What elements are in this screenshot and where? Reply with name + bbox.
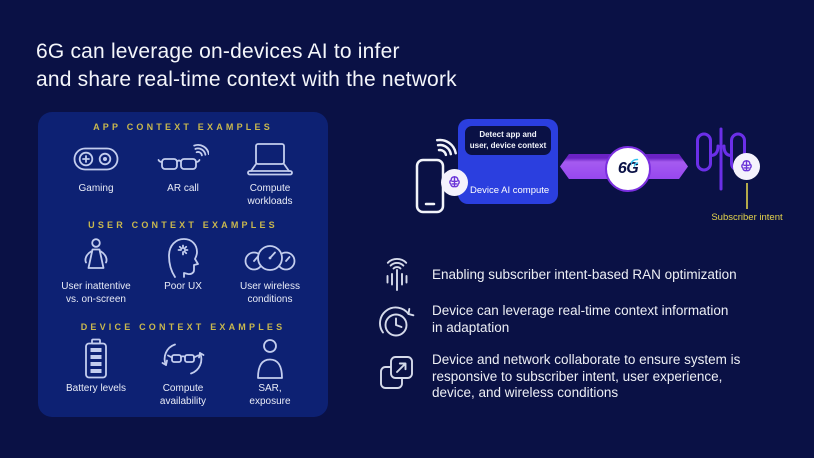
bullet-text: Enabling subscriber intent-based RAN opt… [432, 266, 737, 282]
ai-brain-badge-icon [441, 169, 468, 196]
wireless-gauges-icon [244, 236, 296, 278]
ai-brain-badge-icon [733, 153, 760, 180]
bullet-collaboration: Device and network collaborate to ensure… [378, 352, 804, 402]
context-item-compute-availability: Compute availability [141, 338, 225, 408]
context-item-ar-call: AR call [141, 138, 225, 208]
context-item-label: AR call [167, 183, 199, 194]
base-station-icon [696, 127, 746, 191]
ran-tower-icon [378, 257, 416, 293]
context-item-battery: Battery levels [54, 338, 138, 408]
icon-row: Gaming [38, 132, 328, 208]
bullet-realtime-context: Device can leverage real-time context in… [378, 303, 804, 343]
bullet-text: Device can leverage real-time context in… [432, 303, 729, 335]
slide-title: 6G can leverage on-devices AI to infer a… [36, 40, 457, 91]
context-item-sar-exposure: SAR, exposure [228, 338, 312, 408]
bullet-text: Device and network collaborate to ensure… [432, 352, 741, 400]
context-examples-card: APP CONTEXT EXAMPLES Gaming [38, 112, 328, 417]
context-item-label: SAR, exposure [249, 383, 291, 407]
context-item-label: User inattentive vs. on-screen [61, 281, 131, 305]
context-item-compute-workloads: Compute workloads [228, 138, 312, 208]
user-context-section: USER CONTEXT EXAMPLES User inattentive v… [38, 220, 328, 306]
context-item-label: Battery levels [65, 383, 127, 394]
context-item-gaming: Gaming [54, 138, 138, 208]
poor-ux-head-icon [163, 236, 203, 278]
context-item-user-inattentive: User inattentive vs. on-screen [54, 236, 138, 306]
section-header: USER CONTEXT EXAMPLES [88, 220, 278, 230]
compute-availability-icon [158, 338, 208, 380]
battery-icon [82, 338, 110, 380]
context-item-label: Compute workloads [247, 183, 293, 207]
context-item-label: Compute availability [159, 383, 207, 407]
person-bust-icon [252, 338, 288, 380]
6g-logo-text: 6G [617, 160, 639, 177]
user-inattentive-icon [78, 236, 114, 278]
bullet-ran-optimization: Enabling subscriber intent-based RAN opt… [378, 257, 804, 293]
context-item-label: Gaming [78, 183, 114, 194]
section-header: APP CONTEXT EXAMPLES [93, 122, 273, 132]
section-header: DEVICE CONTEXT EXAMPLES [80, 322, 286, 332]
app-context-section: APP CONTEXT EXAMPLES Gaming [38, 122, 328, 208]
collaborate-icon [378, 354, 416, 392]
subscriber-intent-connector-line [746, 183, 748, 209]
gamepad-icon [73, 138, 119, 180]
context-item-label: Poor UX [164, 281, 202, 292]
detect-context-pill: Detect app and user, device context [465, 126, 551, 155]
6g-logo-badge: 6G [605, 146, 651, 192]
device-ai-compute-label: Device AI compute [470, 185, 550, 196]
context-item-user-wireless: User wireless conditions [228, 236, 312, 306]
6g-signal-waves-icon [631, 158, 639, 167]
ar-glasses-icon [157, 138, 209, 180]
device-context-section: DEVICE CONTEXT EXAMPLES Battery leve [38, 322, 328, 408]
context-item-label: User wireless conditions [239, 281, 300, 305]
realtime-clock-icon [378, 305, 416, 343]
context-item-poor-ux: Poor UX [141, 236, 225, 306]
icon-row: User inattentive vs. on-screen Poor UX [38, 230, 328, 306]
icon-row: Battery levels [38, 332, 328, 408]
laptop-icon [246, 138, 294, 180]
device-ai-card: Detect app and user, device context Devi… [458, 119, 558, 204]
subscriber-intent-label: Subscriber intent [711, 212, 783, 223]
